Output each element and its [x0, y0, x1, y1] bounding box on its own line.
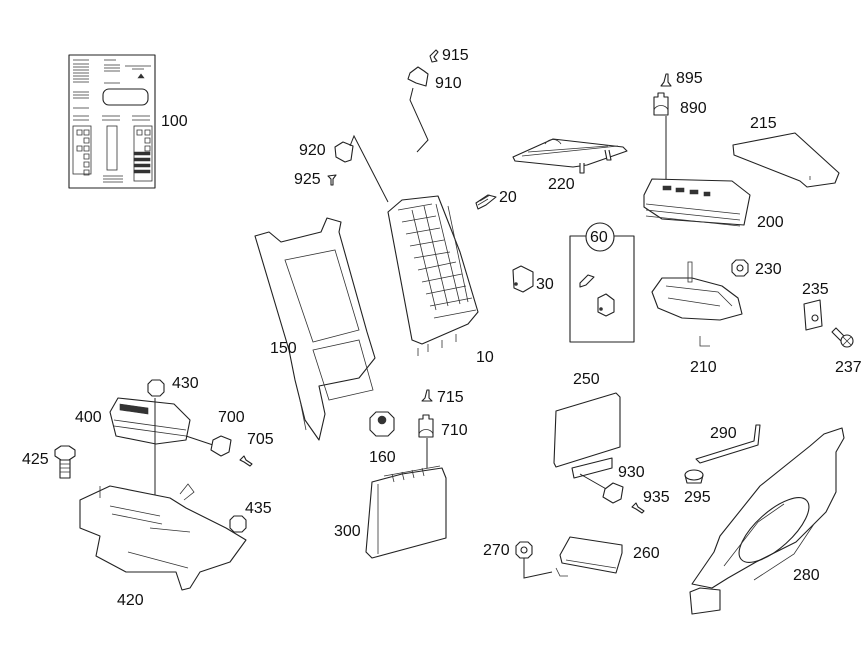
part-number-237[interactable]: 237 — [835, 359, 862, 376]
part-number-710[interactable]: 710 — [441, 422, 468, 439]
part-number-100[interactable]: 100 — [161, 113, 188, 130]
nut-icon[interactable] — [731, 259, 749, 277]
connector-icon[interactable] — [334, 141, 354, 163]
connector-icon[interactable] — [418, 414, 434, 438]
grommet-icon[interactable] — [684, 469, 704, 484]
part-number-30[interactable]: 30 — [536, 276, 554, 293]
pin-icon[interactable] — [239, 455, 253, 467]
control-unit-bracket-icon[interactable] — [651, 261, 743, 347]
part-number-715[interactable]: 715 — [437, 389, 464, 406]
part-number-705[interactable]: 705 — [247, 431, 274, 448]
part-number-215[interactable]: 215 — [750, 115, 777, 132]
clip-nut-icon[interactable] — [803, 299, 823, 331]
holder-icon[interactable] — [512, 138, 628, 174]
part-number-250[interactable]: 250 — [573, 371, 600, 388]
part-number-260[interactable]: 260 — [633, 545, 660, 562]
control-unit-icon[interactable] — [109, 397, 191, 445]
relay-icon[interactable] — [512, 265, 534, 293]
part-number-700[interactable]: 700 — [218, 409, 245, 426]
part-number-200[interactable]: 200 — [757, 214, 784, 231]
pin-icon[interactable] — [660, 73, 672, 87]
fuse-allocation-chart-icon[interactable] — [68, 54, 156, 189]
part-number-220[interactable]: 220 — [548, 176, 575, 193]
control-unit-icon[interactable] — [365, 465, 447, 559]
fuse-relay-kit-icon[interactable] — [569, 222, 635, 343]
pin-icon[interactable] — [327, 174, 337, 186]
part-number-935[interactable]: 935 — [643, 489, 670, 506]
part-number-930[interactable]: 930 — [618, 464, 645, 481]
fuse-box-bracket-icon[interactable] — [254, 217, 376, 441]
part-number-150[interactable]: 150 — [270, 340, 297, 357]
nut-icon[interactable] — [515, 541, 533, 559]
part-number-295[interactable]: 295 — [684, 489, 711, 506]
part-number-425[interactable]: 425 — [22, 451, 49, 468]
nut-icon[interactable] — [147, 379, 165, 397]
part-number-280[interactable]: 280 — [793, 567, 820, 584]
part-number-915[interactable]: 915 — [442, 47, 469, 64]
connector-icon[interactable] — [602, 482, 624, 504]
cover-plate-icon[interactable] — [732, 132, 840, 188]
connector-icon[interactable] — [407, 66, 429, 87]
part-number-290[interactable]: 290 — [710, 425, 737, 442]
part-number-230[interactable]: 230 — [755, 261, 782, 278]
fuse-relay-box-icon[interactable] — [387, 195, 479, 356]
bracket-icon[interactable] — [79, 483, 247, 591]
control-unit-icon[interactable] — [643, 178, 751, 227]
part-number-235[interactable]: 235 — [802, 281, 829, 298]
part-number-920[interactable]: 920 — [299, 142, 326, 159]
part-number-435[interactable]: 435 — [245, 500, 272, 517]
part-number-300[interactable]: 300 — [334, 523, 361, 540]
part-number-10[interactable]: 10 — [476, 349, 494, 366]
part-number-270[interactable]: 270 — [483, 542, 510, 559]
nut-icon[interactable] — [369, 411, 395, 437]
part-number-20[interactable]: 20 — [499, 189, 517, 206]
connector-icon[interactable] — [653, 92, 669, 116]
mounting-plate-icon[interactable] — [689, 427, 845, 615]
bracket-icon[interactable] — [555, 536, 623, 577]
pin-icon[interactable] — [429, 49, 439, 63]
part-number-210[interactable]: 210 — [690, 359, 717, 376]
control-unit-icon[interactable] — [553, 392, 621, 479]
connector-icon[interactable] — [210, 435, 232, 457]
fuse-icon[interactable] — [475, 194, 497, 210]
part-number-160[interactable]: 160 — [369, 449, 396, 466]
part-number-925[interactable]: 925 — [294, 171, 321, 188]
part-number-910[interactable]: 910 — [435, 75, 462, 92]
part-number-895[interactable]: 895 — [676, 70, 703, 87]
bolt-icon[interactable] — [54, 445, 76, 479]
ground-strap-icon[interactable] — [695, 424, 761, 464]
part-number-430[interactable]: 430 — [172, 375, 199, 392]
part-number-400[interactable]: 400 — [75, 409, 102, 426]
pin-icon[interactable] — [421, 389, 433, 402]
screw-icon[interactable] — [831, 327, 854, 348]
part-number-890[interactable]: 890 — [680, 100, 707, 117]
pin-icon[interactable] — [631, 502, 645, 514]
nut-icon[interactable] — [229, 515, 247, 533]
part-number-60[interactable]: 60 — [590, 229, 608, 246]
part-number-420[interactable]: 420 — [117, 592, 144, 609]
